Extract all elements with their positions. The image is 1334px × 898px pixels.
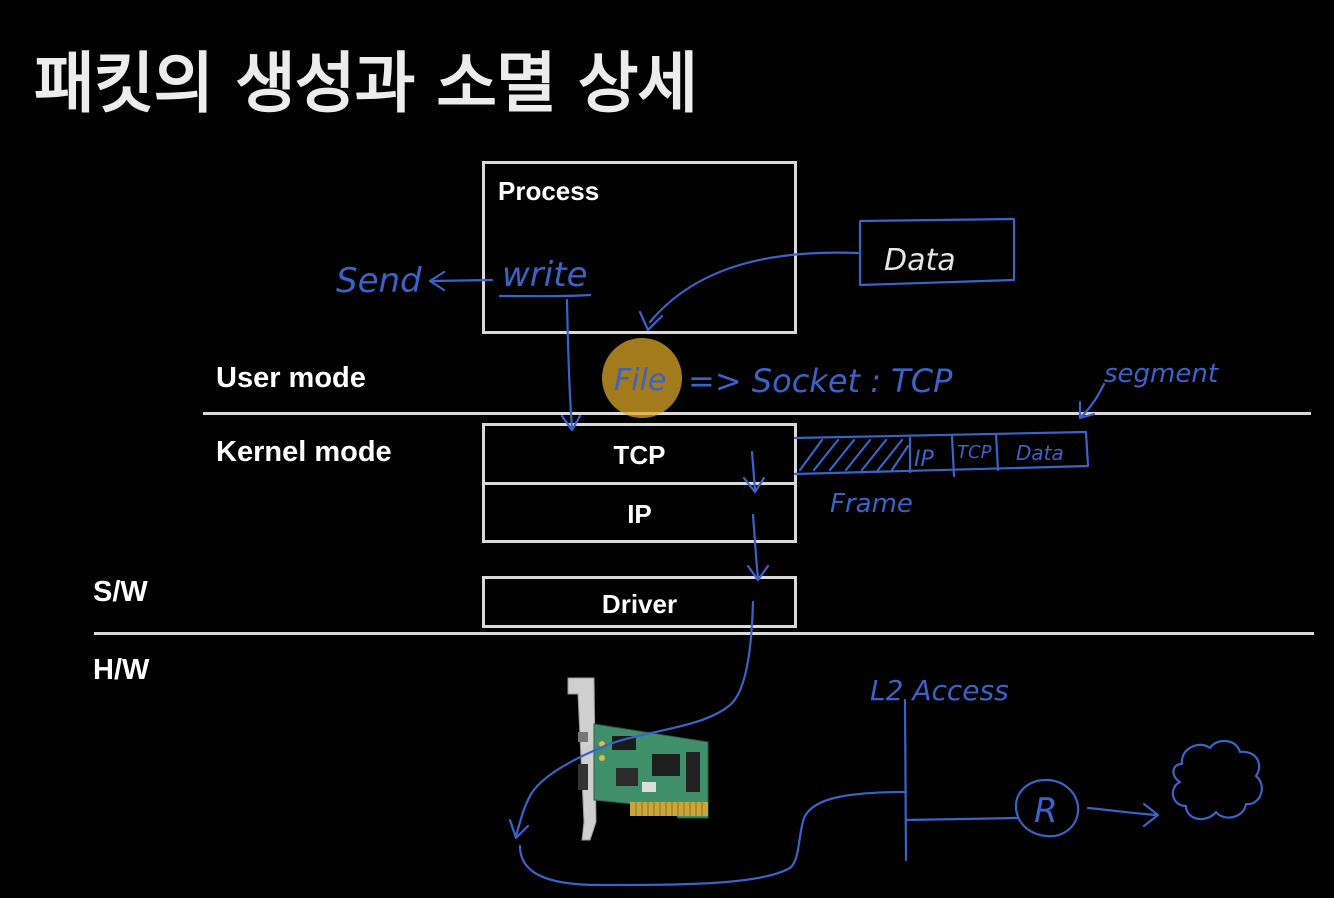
driver-label: Driver [601, 589, 678, 619]
segment-annotation: segment [1104, 359, 1219, 389]
data-field-annotation: Data [1016, 441, 1064, 465]
write-annotation: write [502, 255, 587, 295]
hw-label: H/W [93, 654, 150, 686]
user-mode-label: User mode [216, 362, 366, 394]
network-card-icon [567, 677, 709, 841]
slide-title: 패킷의 생성과 소멸 상세 [34, 45, 698, 122]
file-annotation: File [614, 363, 666, 398]
ip-field-annotation: IP [914, 447, 934, 472]
tcp-field-annotation: TCP [957, 442, 992, 463]
pen-text: Send write Data File => Socket : TCP seg… [336, 243, 1219, 831]
router-annotation: R [1034, 791, 1058, 831]
sw-label: S/W [93, 576, 148, 608]
send-annotation: Send [336, 261, 422, 301]
user-kernel-divider [203, 412, 1311, 415]
process-box: Process [482, 161, 797, 334]
ip-box: IP [482, 482, 797, 543]
kernel-mode-label: Kernel mode [216, 436, 392, 468]
socket-tcp-annotation: => Socket : TCP [688, 362, 953, 400]
cursor-highlight [602, 338, 682, 418]
frame-annotation: Frame [830, 489, 913, 519]
cloud-icon [1171, 739, 1263, 821]
ip-label: IP [627, 499, 652, 529]
data-annotation: Data [884, 243, 956, 278]
process-label: Process [498, 176, 600, 206]
driver-box: Driver [482, 576, 797, 628]
l2-access-annotation: L2 Access [870, 674, 1009, 707]
tcp-label: TCP [613, 440, 666, 470]
sw-hw-divider [94, 632, 1314, 635]
